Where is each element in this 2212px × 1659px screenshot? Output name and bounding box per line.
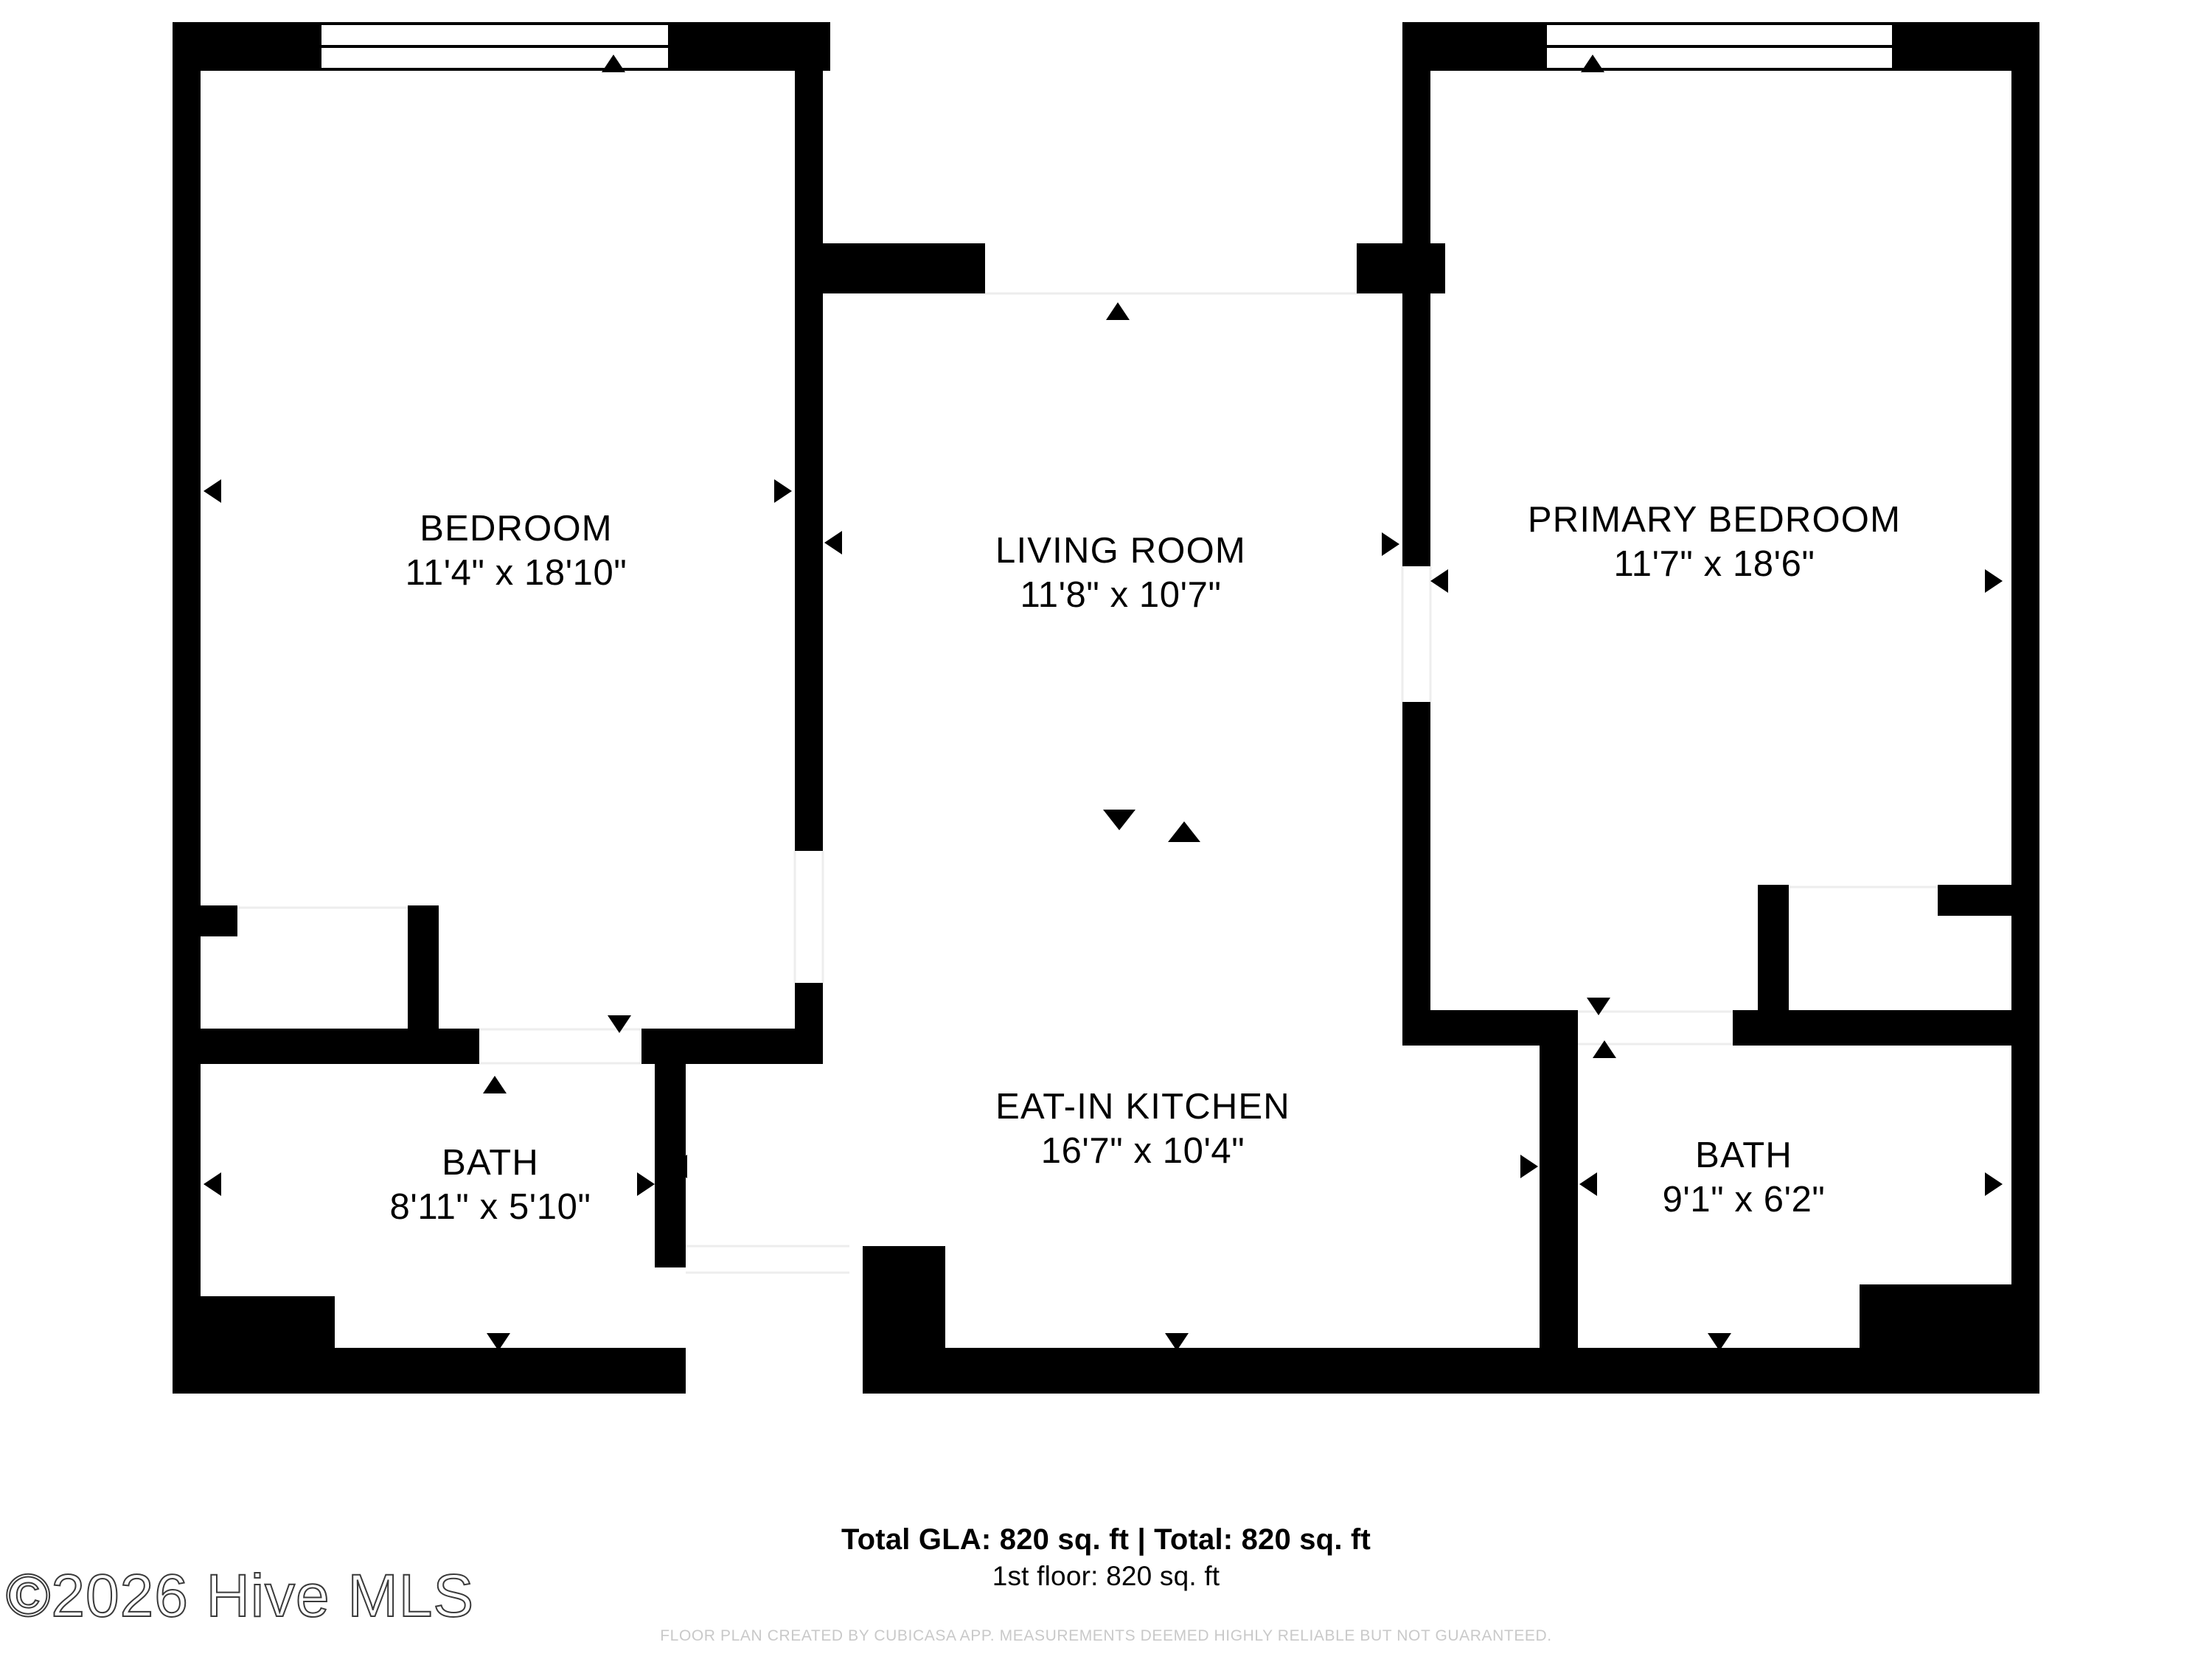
direction-marker-kitchen-right (1520, 1155, 1538, 1178)
room-name-primary-bedroom: PRIMARY BEDROOM (1527, 500, 1902, 540)
wall-kitchen-bath-right-divider (1540, 1046, 1578, 1394)
room-dimensions-primary-bedroom: 11'7" x 18'6" (1613, 543, 1815, 584)
room-label-bath-left: BATH 8'11" x 5'10" (390, 1141, 591, 1230)
wall-living-room-top-left-stub (795, 243, 985, 293)
room-label-eat-in-kitchen: EAT-IN KITCHEN 16'7" x 10'4" (995, 1085, 1290, 1174)
room-name-eat-in-kitchen: EAT-IN KITCHEN (995, 1087, 1290, 1127)
direction-marker-center-down (1103, 810, 1135, 830)
wall-bedroom-bath-divider (201, 1029, 479, 1064)
direction-marker-primary-right (1985, 569, 2003, 593)
first-floor-summary: 1st floor: 820 sq. ft (992, 1561, 1220, 1591)
wall-right-exterior (2011, 22, 2039, 1394)
wall-bedroom-right-upper (795, 22, 823, 851)
total-gla-summary: Total GLA: 820 sq. ft | Total: 820 sq. f… (841, 1523, 1371, 1556)
wall-bath-right-corner-block (1860, 1284, 2039, 1394)
disclaimer-text: FLOOR PLAN CREATED BY CUBICASA APP. MEAS… (660, 1627, 1552, 1644)
room-dimensions-eat-in-kitchen: 16'7" x 10'4" (1040, 1130, 1245, 1171)
direction-marker-bath-right-left (1579, 1172, 1597, 1196)
direction-marker-bath-left-side-a (204, 1172, 221, 1196)
direction-marker-bedroom-window (602, 55, 625, 72)
room-name-living-room: LIVING ROOM (995, 531, 1246, 571)
wall-closet-right-top-stub (1938, 885, 2039, 916)
room-label-bedroom: BEDROOM 11'4" x 18'10" (406, 507, 627, 596)
room-name-bedroom: BEDROOM (420, 509, 613, 549)
direction-marker-primary-door-a (1382, 532, 1399, 556)
direction-marker-bath-left-bottom (487, 1333, 510, 1351)
direction-marker-bath-left-door-up (483, 1076, 507, 1093)
room-dimensions-bedroom: 11'4" x 18'10" (405, 552, 627, 593)
room-label-living-room: LIVING ROOM 11'8" x 10'7" (995, 529, 1246, 618)
wall-primary-bath-divider (1402, 1010, 1578, 1046)
direction-marker-bath-left-side-c (637, 1172, 655, 1196)
direction-marker-bedroom-right-b (824, 531, 842, 554)
direction-marker-bath-left-side-b (669, 1155, 687, 1178)
direction-marker-primary-door-b (1430, 569, 1448, 593)
room-dimensions-bath-left: 8'11" x 5'10" (389, 1186, 591, 1227)
direction-marker-bath-left-door-down (608, 1015, 631, 1033)
direction-marker-living-room-top (1106, 302, 1130, 320)
room-name-bath-right: BATH (1695, 1135, 1792, 1175)
direction-marker-primary-bath-door-up (1593, 1040, 1616, 1058)
wall-closet-right-vertical-left (1758, 885, 1789, 1018)
wall-bath-left-kitchen-divider (641, 1029, 823, 1064)
wall-kitchen-bottom (863, 1348, 1571, 1394)
room-label-bath-right: BATH 9'1" x 6'2" (1663, 1134, 1826, 1222)
direction-marker-primary-window (1581, 55, 1604, 72)
room-label-primary-bedroom: PRIMARY BEDROOM 11'7" x 18'6" (1528, 498, 1901, 587)
wall-bath-left-corner-block (173, 1296, 335, 1394)
direction-marker-primary-bath-door-down (1587, 998, 1610, 1015)
room-dimensions-bath-right: 9'1" x 6'2" (1662, 1179, 1826, 1220)
wall-closet-left-top (201, 905, 237, 936)
mls-watermark: ©2026 Hive MLS (5, 1562, 475, 1630)
direction-marker-bath-right-right (1985, 1172, 2003, 1196)
direction-marker-bedroom-right-a (774, 479, 792, 503)
direction-marker-bedroom-left (204, 479, 221, 503)
direction-marker-bath-right-bottom (1708, 1333, 1731, 1351)
room-dimensions-living-room: 11'8" x 10'7" (1020, 574, 1222, 615)
wall-primary-left-lower (1402, 702, 1430, 1046)
direction-marker-kitchen-bottom (1165, 1333, 1189, 1351)
wall-living-room-top-right-stub (1357, 243, 1445, 293)
wall-primary-left-upper (1402, 22, 1430, 566)
wall-left-exterior (173, 22, 201, 1394)
direction-marker-center-up (1168, 821, 1200, 842)
room-name-bath-left: BATH (442, 1143, 539, 1183)
